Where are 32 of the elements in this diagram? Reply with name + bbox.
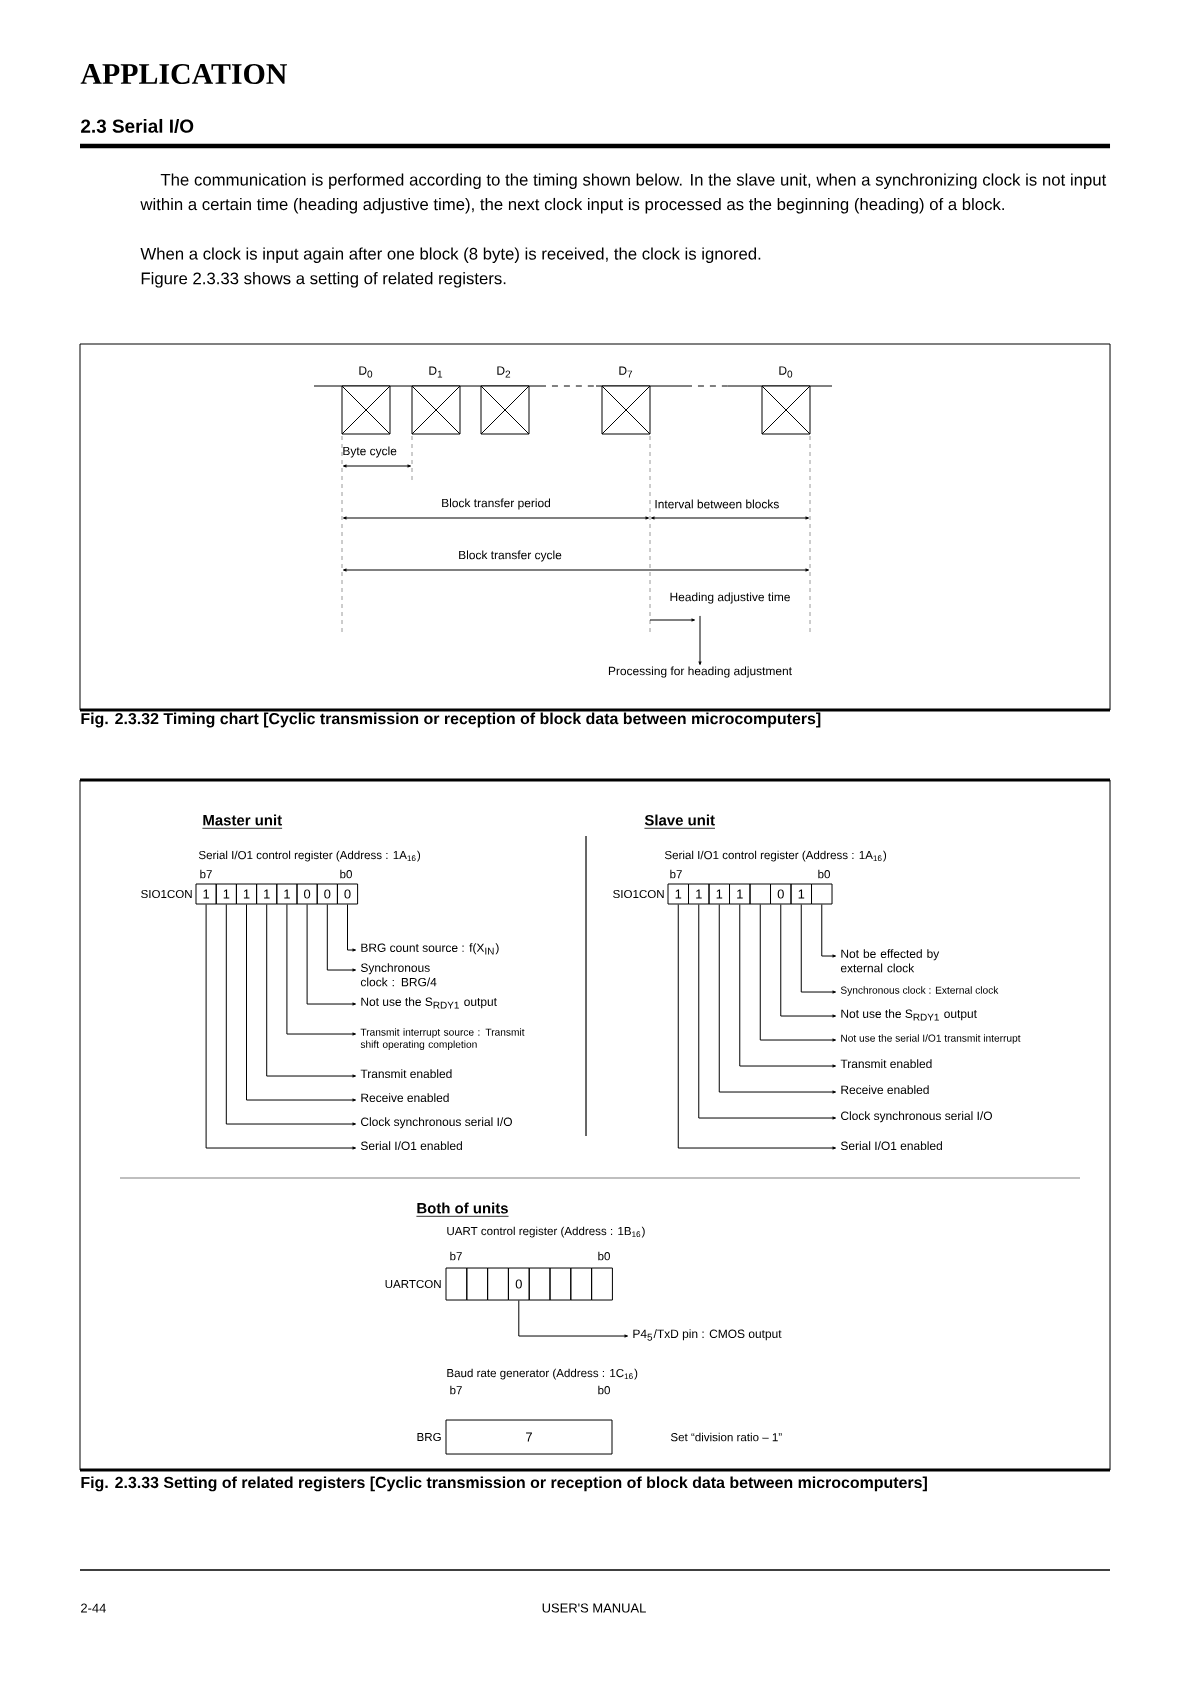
leader-line (286, 904, 357, 1036)
register-bit-cell (466, 1267, 489, 1301)
register-bit-cell (591, 1267, 613, 1301)
leader-line (347, 904, 357, 952)
paragraph: When a clock is input again after one block (8 byte) is received, the clock is ignored. (140, 247, 761, 263)
leader-line (266, 904, 357, 1078)
register-bit-cell (570, 1267, 593, 1301)
paragraph: The communication is performed according to the timing shown below. In the slave unit, when a synchronizing clock is not input within a certain time (heading adjustive time), the next clock input is processed as the beginning (heading) of a block. (140, 173, 1107, 214)
leader-line (718, 904, 837, 1094)
section-heading: 2.3 Serial I/O (81, 118, 194, 134)
leader-line (225, 904, 357, 1126)
register-bit-cell (749, 883, 771, 905)
leader-line (326, 904, 357, 972)
register-bit-cell (487, 1267, 509, 1301)
leader-line (246, 904, 357, 1102)
leader-line (780, 904, 837, 1018)
register-bit-cell (445, 1267, 468, 1301)
leader-line (677, 904, 837, 1150)
leader-line (306, 904, 357, 1006)
leader-line (821, 904, 837, 958)
leader-line (518, 1300, 629, 1338)
leader-line (759, 904, 837, 1042)
leader-line (800, 904, 837, 994)
leader-line (205, 904, 357, 1150)
leader-line (739, 904, 837, 1068)
paragraph: Figure 2.3.33 shows a setting of related registers. (141, 272, 506, 288)
arrow (698, 615, 702, 666)
page-heading: APPLICATION (80, 63, 287, 85)
register-bit-cell (528, 1267, 551, 1301)
register-bit-cell (811, 883, 833, 905)
leader-line (698, 904, 837, 1120)
register-bit-cell (549, 1267, 572, 1301)
